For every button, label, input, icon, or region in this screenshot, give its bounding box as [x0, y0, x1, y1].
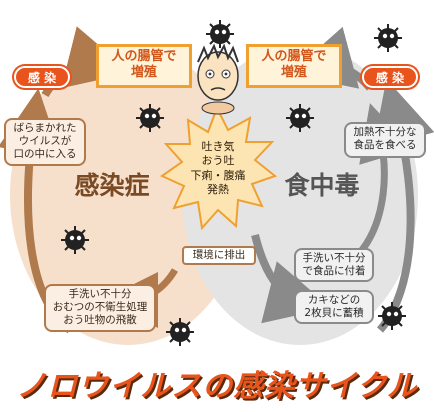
food-poisoning-label: 食中毒 — [284, 171, 360, 200]
virus-icon — [61, 226, 89, 254]
left-spread-line-3: おう吐物の飛散 — [63, 314, 137, 327]
left-ingestion-box: ばらまかれた ウイルスが 口の中に入る — [4, 118, 86, 166]
left-spread-line-2: おむつの不衛生処理 — [52, 301, 148, 314]
diagram-title: ノロウイルスの感染サイクル — [16, 369, 418, 404]
virus-icon — [166, 318, 194, 346]
right-growth-title: 人の腸管で 増殖 — [246, 44, 342, 88]
left-ingestion-line-3: 口の中に入る — [13, 148, 77, 161]
right-growth-title-line-2: 増殖 — [280, 65, 307, 81]
left-infection-badge: 感 染 — [14, 66, 70, 88]
right-contamination-line-2: で食品に付着 — [302, 265, 366, 278]
sick-person-icon — [197, 43, 239, 115]
left-growth-title: 人の腸管で 増殖 — [96, 44, 192, 88]
virus-icon — [206, 20, 234, 48]
virus-icon — [378, 302, 406, 330]
left-growth-title-line-2: 増殖 — [130, 65, 157, 81]
right-shellfish-line-1: カキなどの — [307, 294, 361, 306]
right-food-line-2: 食品を食べる — [353, 139, 417, 152]
left-ingestion-line-1: ばらまかれた — [13, 122, 77, 134]
symptom-star — [159, 105, 278, 231]
left-spread-box: 手洗い不十分 おむつの不衛生処理 おう吐物の飛散 — [44, 284, 156, 332]
right-infection-badge: 感 染 — [362, 66, 418, 88]
symptom-1: 吐き気 — [201, 140, 235, 153]
right-food-box: 加熱不十分な 食品を食べる — [344, 122, 426, 158]
virus-icon — [136, 104, 164, 132]
right-contamination-box: 手洗い不十分 で食品に付着 — [294, 248, 374, 282]
right-food-line-1: 加熱不十分な — [353, 126, 417, 138]
release-label: 環境に排出 — [182, 246, 256, 265]
right-growth-title-line-1: 人の腸管で — [261, 49, 327, 64]
symptom-2: おう吐 — [201, 154, 235, 168]
virus-icon — [374, 24, 402, 52]
symptom-3: 下痢・腹痛 — [190, 168, 246, 182]
left-ingestion-line-2: ウイルスが — [18, 135, 72, 148]
infection-label: 感染症 — [74, 171, 150, 200]
right-contamination-line-1: 手洗い不十分 — [302, 252, 366, 264]
virus-icon — [286, 104, 314, 132]
left-spread-line-1: 手洗い不十分 — [68, 288, 132, 300]
left-growth-title-line-1: 人の腸管で — [111, 49, 177, 64]
right-shellfish-box: カキなどの 2枚貝に蓄積 — [294, 290, 374, 324]
symptoms-list: 吐き気 おう吐 下痢・腹痛 発熱 — [178, 140, 258, 204]
symptom-4: 発熱 — [207, 182, 229, 196]
right-shellfish-line-2: 2枚貝に蓄積 — [304, 307, 364, 320]
left-cycle-arrow-top — [41, 26, 132, 98]
